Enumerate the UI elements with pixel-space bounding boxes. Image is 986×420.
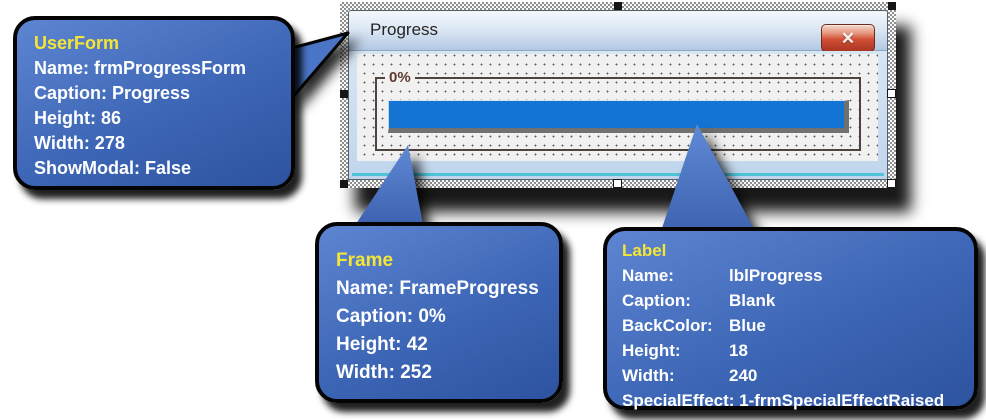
property-line: Height: 42 <box>336 334 428 355</box>
selection-handle-top-right[interactable] <box>888 2 896 10</box>
selection-handle-bottom-left[interactable] <box>340 180 348 188</box>
titlebar: Progress ✕ <box>349 11 887 52</box>
property-value: 18 <box>729 341 748 360</box>
callout-title: Frame <box>336 250 394 271</box>
close-icon: ✕ <box>840 28 856 48</box>
selection-handle-bottom[interactable] <box>613 179 622 188</box>
callout-label: Label Name: lblProgress Caption: Blank B… <box>603 227 978 410</box>
property-line: ShowModal: False <box>34 158 192 178</box>
callout-title: Label <box>622 241 667 260</box>
property-line: SpecialEffect: 1-frmSpecialEffectRaised <box>622 391 945 410</box>
frame-caption: 0% <box>385 69 415 86</box>
property-line: Name: frmProgressForm <box>34 58 247 78</box>
userform-callout-tail <box>290 31 350 100</box>
callout-userform: UserForm Name: frmProgressForm Caption: … <box>13 16 295 190</box>
property-value: 240 <box>729 366 758 385</box>
property-line: Name: FrameProgress <box>336 278 539 299</box>
property-line: Caption: Progress <box>34 83 191 103</box>
property-row: Width: 240 <box>622 363 974 388</box>
property-line: Caption: 0% <box>336 306 446 327</box>
frame-control[interactable]: 0% <box>375 69 861 151</box>
property-key: Name: <box>622 266 674 285</box>
selection-handle-top[interactable] <box>614 2 622 10</box>
property-line: Width: 252 <box>336 362 432 383</box>
window-title: Progress <box>370 20 439 39</box>
property-key: Height: <box>622 341 681 360</box>
selection-handle-right[interactable] <box>887 89 896 98</box>
close-button[interactable]: ✕ <box>821 24 875 52</box>
label-callout-tail <box>658 124 760 240</box>
selection-handle-bottom-right[interactable] <box>887 179 896 188</box>
callout-frame: Frame Name: FrameProgress Caption: 0% He… <box>315 222 563 403</box>
design-surface[interactable]: 0% <box>357 54 878 161</box>
progress-label[interactable] <box>388 100 849 133</box>
property-row: BackColor: Blue <box>622 313 974 338</box>
form-designer-window: Progress ✕ 0% <box>348 10 888 180</box>
property-row: Caption: Blank <box>622 288 974 313</box>
selection-handle-left[interactable] <box>340 90 348 98</box>
property-value: Blank <box>729 291 776 310</box>
selection-hatch-border[interactable]: Progress ✕ 0% <box>340 2 896 188</box>
property-value: lblProgress <box>729 266 823 285</box>
property-row: Height: 18 <box>622 338 974 363</box>
property-key: BackColor: <box>622 316 713 335</box>
property-row: Name: lblProgress <box>622 263 974 288</box>
property-line: Width: 278 <box>34 133 125 153</box>
client-area: 0% <box>349 51 887 179</box>
property-line: Height: 86 <box>34 108 122 128</box>
property-key: Width: <box>622 366 675 385</box>
property-value: Blue <box>729 316 766 335</box>
callout-title: UserForm <box>34 33 120 53</box>
frame-callout-tail <box>352 145 424 230</box>
window-bottom-edge-glow <box>352 173 884 176</box>
property-key: Caption: <box>622 291 691 310</box>
